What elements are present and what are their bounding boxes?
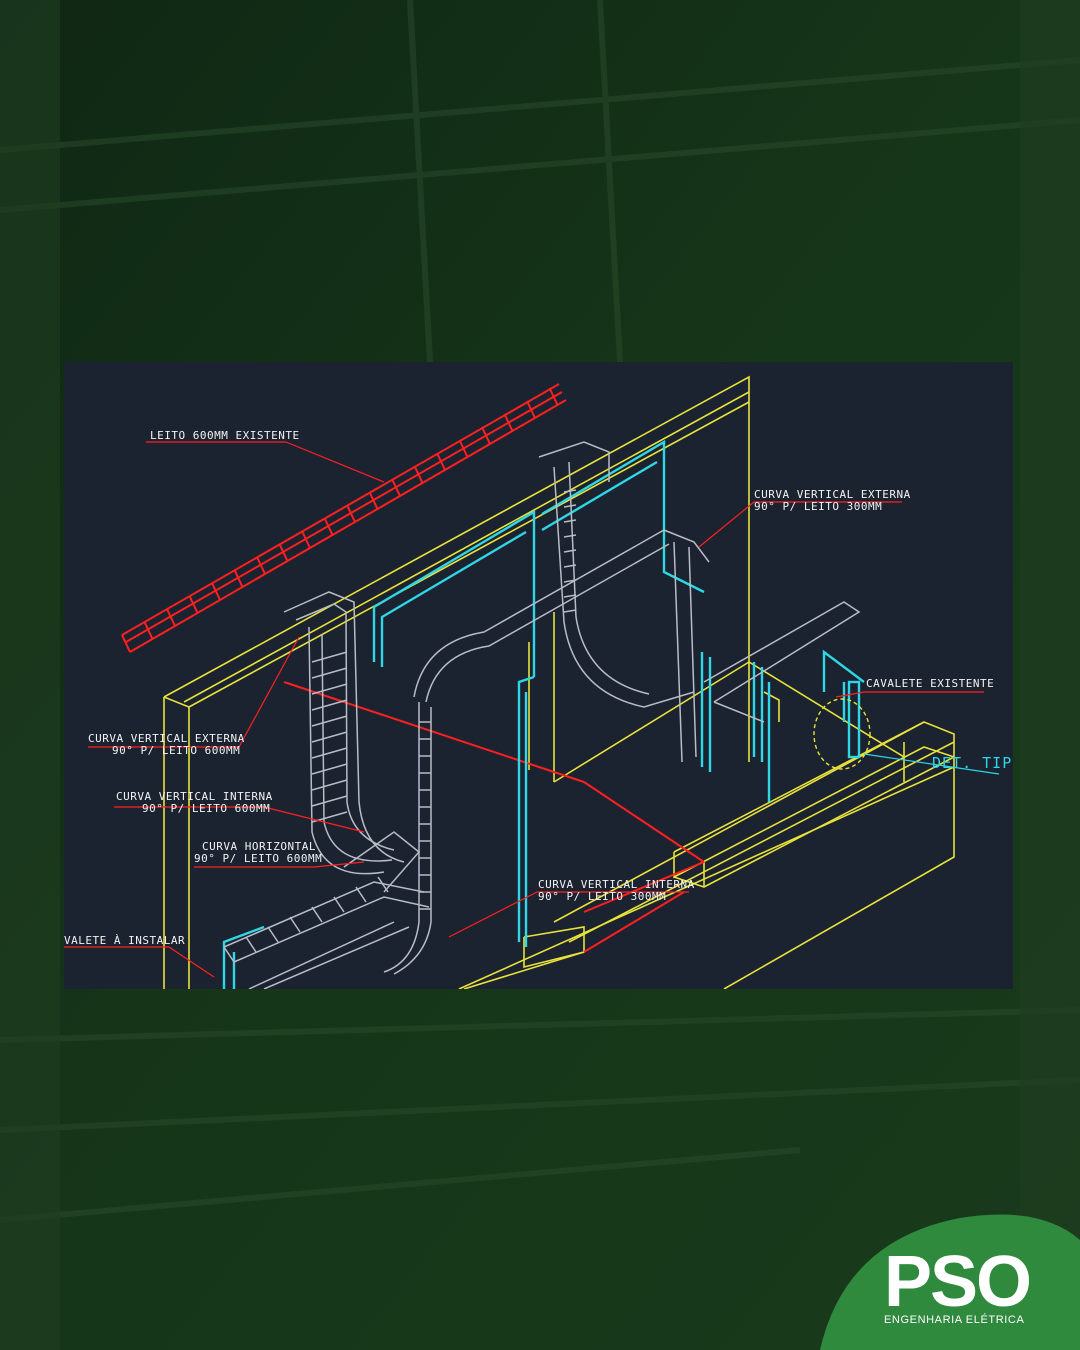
ladder-rung — [311, 699, 348, 711]
ladder-rung — [188, 595, 199, 614]
det-leader — [863, 753, 1000, 775]
label-curva-ext-300-l2: 90° P/ LEITO 300MM — [754, 500, 882, 513]
ladder-rung — [311, 747, 348, 759]
ladder-rung — [323, 517, 334, 536]
ladder-rung — [548, 387, 559, 406]
ladder-rung — [563, 504, 577, 508]
ladder-rung — [563, 609, 577, 613]
ladder-rung — [311, 651, 348, 663]
ladder-rung — [563, 549, 577, 553]
ladder-rung — [143, 621, 154, 640]
label-curva-int-300-l2: 90° P/ LEITO 300MM — [538, 890, 666, 903]
label-curva-ext-600-l1: CURVA VERTICAL EXTERNA — [88, 732, 245, 745]
ladder-rung — [563, 534, 577, 538]
ladder-rung — [245, 936, 257, 953]
gray-ladder-trays — [223, 441, 861, 989]
label-curva-int-600-l2: 90° P/ LEITO 600MM — [142, 802, 270, 815]
logo-tagline: ENGENHARIA ELÉTRICA — [884, 1314, 1025, 1326]
ladder-rung — [166, 608, 176, 627]
ladder-rung — [301, 530, 311, 549]
label-curva-hor-l2: 90° P/ LEITO 600MM — [194, 852, 322, 865]
ladder-rung — [436, 452, 446, 471]
ladder-rung — [355, 886, 367, 903]
ladder-rung — [563, 594, 577, 598]
label-leito-existente: LEITO 600MM EXISTENTE — [150, 429, 300, 442]
cad-drawing-panel: LEITO 600MM EXISTENTE CURVA VERTICAL EXT… — [64, 362, 1013, 989]
cavalete-existente-marker — [813, 698, 871, 770]
cyan-supports — [222, 439, 865, 989]
ladder-rung — [311, 715, 348, 727]
logo-word: PSO — [884, 1242, 1032, 1322]
ladder-rung — [311, 667, 348, 679]
ladder-rung — [311, 906, 323, 923]
ladder-rung — [391, 478, 401, 497]
ladder-rung — [458, 439, 469, 458]
label-curva-int-300-l1: CURVA VERTICAL INTERNA — [538, 878, 695, 891]
ladder-rung — [503, 413, 514, 432]
ladder-rung — [333, 896, 345, 913]
ladder-rung — [311, 731, 348, 743]
ladder-rung — [256, 556, 266, 575]
ladder-rung — [311, 779, 348, 791]
label-curva-ext-600-l2: 90° P/ LEITO 600MM — [112, 744, 240, 757]
ladder-rung — [289, 916, 301, 933]
ladder-rung — [233, 569, 244, 588]
ladder-rung — [211, 582, 221, 601]
label-curva-ext-300-l1: CURVA VERTICAL EXTERNA — [754, 488, 911, 501]
ladder-rung — [563, 579, 577, 583]
brand-logo: PSO ENGENHARIA ELÉTRICA — [884, 1242, 1034, 1326]
ladder-rung — [413, 465, 424, 484]
ladder-rung — [311, 763, 348, 775]
label-cavalete-instalar: VALETE À INSTALAR — [64, 934, 185, 947]
red-existing-tray — [121, 383, 705, 953]
ladder-rung — [563, 519, 577, 523]
ladder-rung — [563, 489, 577, 493]
ladder-rung — [121, 634, 131, 653]
ladder-rung — [563, 564, 577, 568]
ladder-rung — [267, 926, 279, 943]
ladder-rung — [278, 543, 289, 562]
leader-lines — [64, 441, 984, 978]
ladder-rung — [223, 946, 235, 963]
ladder-rung — [368, 491, 379, 510]
ladder-rung — [481, 426, 491, 445]
label-curva-int-600-l1: CURVA VERTICAL INTERNA — [116, 790, 273, 803]
label-cavalete-existente: CAVALETE EXISTENTE — [866, 677, 994, 690]
ladder-rung — [346, 504, 356, 523]
label-det-tip: DET. TIP. — [932, 754, 1013, 772]
yellow-structure-outlines — [163, 375, 955, 989]
ladder-rung — [311, 795, 348, 807]
cable-tray-isometric-diagram: LEITO 600MM EXISTENTE CURVA VERTICAL EXT… — [64, 375, 1013, 989]
label-curva-hor-l1: CURVA HORIZONTAL — [202, 840, 316, 853]
ladder-rung — [526, 400, 536, 419]
ladder-rung — [311, 683, 348, 695]
